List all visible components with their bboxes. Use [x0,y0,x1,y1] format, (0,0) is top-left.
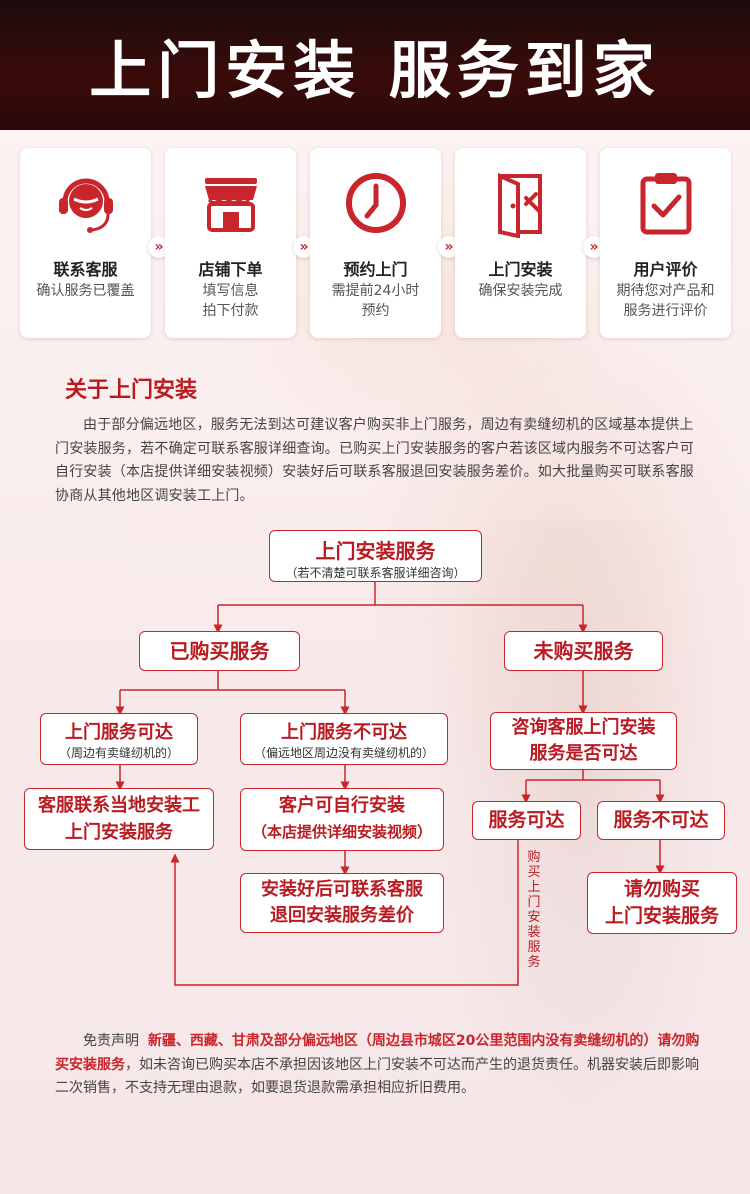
step-desc: 确保安装完成 [478,283,563,299]
step-title: 上门安装 [488,260,553,279]
clock-icon [346,173,406,233]
headset-icon [59,178,113,233]
door-tools-icon [498,172,542,238]
flow-root: 上门安装服务 （若不清楚可联系客服详细咨询） [269,530,482,582]
step-title: 店铺下单 [198,260,263,279]
flow-service-no: 服务不可达 [597,801,725,840]
step-book-visit: 预约上门 需提前24小时 预约 [310,148,441,338]
header-banner: 上门安装 服务到家 [0,0,750,130]
step-desc: 需提前24小时 预约 [331,283,420,319]
flow-consult: 咨询客服上门安装 服务是否可达 [490,712,677,770]
disclaimer: 免责声明 新疆、西藏、甘肃及部分偏远地区（周边县市城区20公里范围内没有卖缝纫机… [55,1030,700,1101]
flow-not-bought: 未购买服务 [504,631,663,671]
chevron-right-icon: » [583,236,605,258]
about-text: 由于部分偏远地区，服务无法到达可建议客户购买非上门服务，周边有卖缝纫机的区域基本… [55,417,694,504]
flow-unreachable: 上门服务不可达 （偏远地区周边没有卖缝纫机的） [240,713,448,765]
disclaimer-regions: 新疆、西藏、甘肃及部分偏远地区（周边县市城区20公里范围内没有卖缝纫机的）请勿购… [55,1033,700,1073]
chevron-right-icon: » [293,236,315,258]
flow-service-ok: 服务可达 [472,801,581,840]
flow-vertical-note: 购买上门安装服务 [527,850,541,970]
page-title: 上门安装 服务到家 [89,34,661,107]
flow-do-not-buy: 请勿购买 上门安装服务 [587,872,737,934]
chevron-right-icon: » [148,236,170,258]
process-steps: 联系客服 确认服务已覆盖 » 店铺下单 填写信息 拍下付款 » 预约上门 需提前… [20,148,732,340]
disclaimer-lead: 免责声明 [83,1033,139,1049]
clipboard-check-icon [640,173,692,235]
step-user-review: 用户评价 期待您对产品和 服务进行评价 [600,148,731,338]
flow-self-install: 客户可自行安装 （本店提供详细安装视频） [240,788,444,851]
disclaimer-rest: ，如未咨询已购买本店不承担因该地区上门安装不可达而产生的退货责任。机器安装后即影… [55,1056,699,1097]
step-title: 联系客服 [53,260,118,279]
shop-icon [205,178,257,232]
chevron-right-icon: » [438,236,460,258]
flow-local-installer: 客服联系当地安装工 上门安装服务 [24,788,214,850]
step-desc: 填写信息 拍下付款 [202,283,259,319]
step-place-order: 店铺下单 填写信息 拍下付款 [165,148,296,338]
step-desc: 期待您对产品和 服务进行评价 [616,283,715,319]
about-title: 关于上门安装 [65,378,198,403]
step-title: 预约上门 [343,260,408,279]
step-installation: 上门安装 确保安装完成 [455,148,586,338]
flow-refund: 安装好后可联系客服 退回安装服务差价 [240,873,444,933]
step-desc: 确认服务已覆盖 [36,283,135,299]
flow-bought: 已购买服务 [139,631,300,671]
step-contact-service: 联系客服 确认服务已覆盖 [20,148,151,338]
flow-reachable: 上门服务可达 （周边有卖缝纫机的） [40,713,198,765]
step-title: 用户评价 [633,260,698,279]
